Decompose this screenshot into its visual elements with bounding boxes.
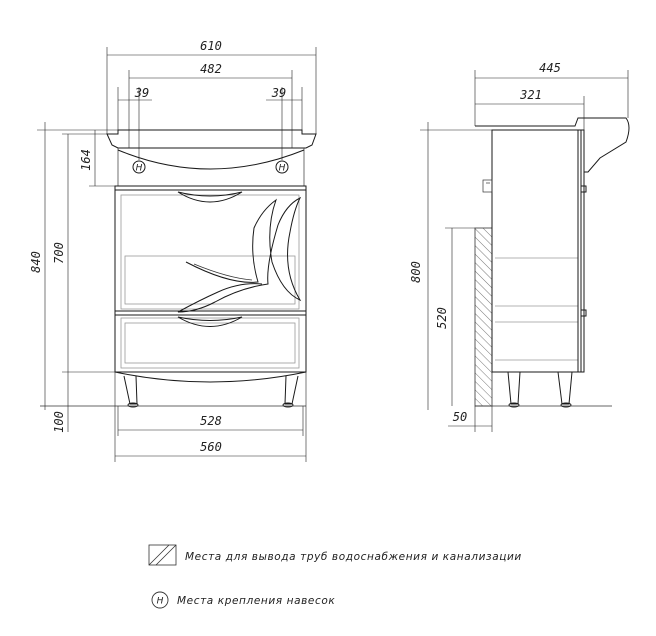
side-leg-2 xyxy=(557,371,573,405)
wall-hatch xyxy=(474,227,493,407)
front-view: H H 610 xyxy=(29,39,317,462)
plinth xyxy=(114,371,307,383)
upper-handle xyxy=(177,191,243,203)
side-cabinet xyxy=(491,129,582,373)
decorative-leaf xyxy=(177,196,302,313)
lower-handle xyxy=(177,316,243,327)
svg-text:H: H xyxy=(279,164,286,174)
dim-body-width: 528 xyxy=(117,406,304,436)
hatch-icon xyxy=(148,544,177,566)
side-view: 445 321 800 520 50 xyxy=(409,61,630,432)
svg-text:Места для вывода труб водоснаб: Места для вывода труб водоснабжения и ка… xyxy=(185,551,522,563)
legend-item-mounts: H Места крепления навесок xyxy=(151,591,335,609)
svg-text:100: 100 xyxy=(52,411,66,433)
cabinet-body xyxy=(114,185,307,373)
svg-text:520: 520 xyxy=(435,307,449,329)
legend-item-pipes: Места для вывода труб водоснабжения и ка… xyxy=(148,544,522,566)
mount-marker-icon xyxy=(151,591,169,609)
svg-text:39: 39 xyxy=(271,86,286,100)
mount-point-right: H xyxy=(275,160,289,174)
leg-right xyxy=(284,375,299,405)
svg-text:840: 840 xyxy=(29,251,43,273)
leg-left xyxy=(123,375,138,405)
svg-text:610: 610 xyxy=(200,39,222,53)
svg-text:482: 482 xyxy=(200,62,222,76)
upper-drawer xyxy=(120,194,300,310)
dim-leg-height: 100 xyxy=(52,372,69,433)
dim-side-height: 800 xyxy=(409,122,492,410)
svg-text:321: 321 xyxy=(519,88,542,102)
svg-text:800: 800 xyxy=(409,261,423,283)
washbasin-top xyxy=(106,129,317,149)
svg-text:50: 50 xyxy=(453,410,467,424)
svg-text:H: H xyxy=(157,597,164,607)
mount-point-left: H xyxy=(132,160,146,174)
side-washbasin xyxy=(475,117,630,173)
dim-body-height: 700 xyxy=(52,133,124,373)
dim-inner-depth: 321 xyxy=(475,88,585,130)
dim-top-height: 164 xyxy=(79,130,118,187)
dim-overall-depth: 445 xyxy=(474,61,629,126)
svg-text:H: H xyxy=(136,164,143,174)
svg-text:560: 560 xyxy=(200,440,222,454)
dim-total-height: 840 xyxy=(29,122,118,410)
bowl-curve xyxy=(117,149,305,170)
dim-right-offset: 39 xyxy=(266,86,303,160)
svg-text:700: 700 xyxy=(52,242,66,264)
svg-text:Места крепления навесок: Места крепления навесок xyxy=(177,595,335,607)
dim-pipe-height: 520 xyxy=(435,227,475,406)
svg-text:39: 39 xyxy=(134,86,149,100)
side-leg-1 xyxy=(507,371,521,405)
dim-left-offset: 39 xyxy=(117,86,152,160)
svg-text:164: 164 xyxy=(79,149,93,171)
svg-text:445: 445 xyxy=(539,61,561,75)
dim-base-width: 560 xyxy=(114,372,307,462)
dim-pipe-depth: 50 xyxy=(448,406,493,432)
lower-drawer xyxy=(120,317,300,369)
dim-inner-width: 482 xyxy=(128,62,293,148)
legend: Места для вывода труб водоснабжения и ка… xyxy=(148,544,522,609)
dim-overall-width: 610 xyxy=(106,39,317,134)
svg-text:528: 528 xyxy=(200,414,222,428)
